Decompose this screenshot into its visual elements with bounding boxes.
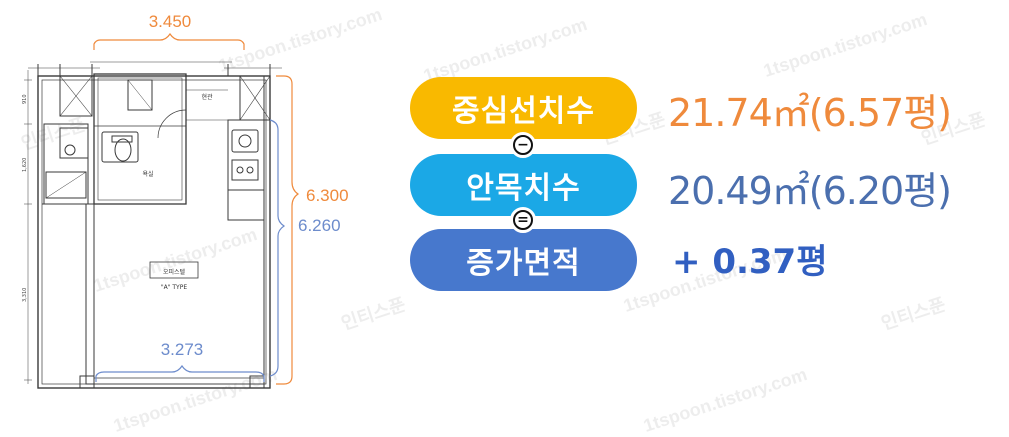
top-dimension-label: 3.450 [149,12,192,31]
minus-symbol: − [515,137,531,153]
right-inner-dimension-label: 6.260 [298,216,341,235]
room-name-label: 오피스텔 [163,268,186,276]
left-dim-2: 1,620 [22,158,28,172]
inner-dimension-badge: 안목치수 [410,154,637,216]
increased-area-value: + 0.37평 [672,242,828,282]
centerline-area-value: 21.74㎡(6.57평) [668,91,952,135]
bathroom-label: 욕실 [142,170,153,178]
top-dimension-bracket [93,32,245,50]
entrance-label: 현관 [201,93,213,101]
equals-symbol: = [515,212,531,228]
room-type-label: "A" TYPE [161,284,187,291]
floor-plan: 오피스텔 "A" TYPE 현관 욕실 910 1,620 3,310 3.45… [22,12,349,389]
right-outer-dimension-bracket [276,75,300,385]
right-inner-dimension-bracket [269,119,286,377]
minus-icon: − [510,132,536,158]
equals-icon: = [510,207,536,233]
inner-area-value: 20.49㎡(6.20평) [668,169,952,213]
watermark: 1tspoon.tistory.com [640,364,810,436]
bottom-dimension-bracket [95,364,265,382]
watermark: 1tspoon.tistory.com [760,9,930,81]
centerline-dimension-badge: 중심선치수 [410,77,637,139]
increased-area-badge: 증가면적 [410,229,637,291]
bottom-dimension-label: 3.273 [161,340,204,359]
watermark: 1tspoon.tistory.com [420,14,590,86]
left-dim-1: 910 [22,94,28,104]
left-dim-3: 3,310 [22,288,28,302]
right-outer-dimension-label: 6.300 [306,186,349,205]
watermark: 인티스푼 [878,294,949,334]
